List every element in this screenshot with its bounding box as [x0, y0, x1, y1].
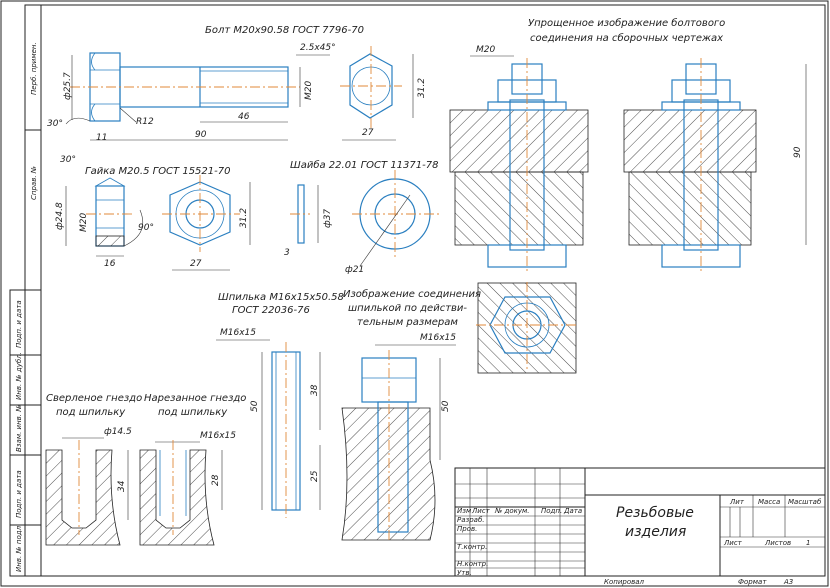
tb-prov: Пров.	[457, 525, 477, 533]
bolt-dim-90: 90	[195, 130, 207, 140]
tb-utv: Утв.	[457, 569, 472, 577]
tb-sheet: Лист	[723, 539, 743, 547]
tb-izm: Изм	[457, 507, 472, 515]
threaded-m16: M16x15	[200, 431, 236, 441]
washer-view: Шайба 22.01 ГОСТ 11371-78 ф37 3 ф21	[284, 159, 440, 275]
tb-format-val: A3	[783, 578, 793, 586]
tb-razrab: Разраб.	[457, 516, 485, 524]
nut-dim-30: 30°	[60, 155, 76, 165]
stamp-label-5: Взам. инв. №	[15, 404, 23, 452]
threaded-title-1: Нарезанное гнездо	[144, 393, 246, 404]
nut-title: Гайка M20.5 ГОСТ 15521-70	[85, 166, 230, 177]
tb-tkontr: Т.контр.	[457, 543, 487, 551]
stud-title-2: ГОСТ 22036-76	[232, 305, 310, 316]
actual-m16: M16x15	[420, 333, 456, 343]
simplified-title-2: соединения на сборочных чертежах	[530, 32, 723, 44]
threaded-nest: Нарезанное гнездо под шпильку M16x15 28	[139, 393, 246, 546]
tb-format: Формат	[738, 578, 767, 586]
stud-m16: M16x15	[220, 328, 256, 338]
drilled-title-1: Сверленое гнездо	[46, 393, 142, 404]
tb-copied: Копировал	[604, 578, 645, 586]
stamp-label-1: Перб. примен.	[30, 42, 38, 95]
stamp-label-3: Подп. и дата	[15, 300, 23, 348]
drilled-nest: Сверленое гнездо под шпильку ф14.5 34	[45, 393, 142, 546]
stud-dim-38: 38	[310, 384, 320, 396]
bolt-dim-312: 31.2	[417, 78, 427, 98]
simplified-dim-90: 90	[793, 146, 803, 158]
tb-nkontr: Н.контр.	[457, 560, 488, 568]
stud-view: Шпилька M16x15x50.58 ГОСТ 22036-76 M16x1…	[216, 292, 344, 518]
stud-dim-50: 50	[250, 400, 260, 412]
washer-dim-3: 3	[284, 248, 290, 258]
bolt-title: Болт M20x90.58 ГОСТ 7796-70	[205, 25, 364, 36]
bolt-dim-46: 46	[238, 112, 250, 122]
threaded-dim-28: 28	[211, 474, 221, 486]
tb-mass: Масса	[758, 498, 780, 506]
stamp-label-6: Подп. и дата	[15, 470, 23, 518]
stud-title-1: Шпилька M16x15x50.58	[218, 292, 344, 303]
nut-dim-248: ф24.8	[55, 202, 65, 230]
stud-dim-25: 25	[310, 470, 320, 482]
tb-lit: Лит	[729, 498, 745, 506]
drilled-title-2: под шпильку	[56, 407, 126, 418]
tb-scale: Масштаб	[788, 498, 822, 506]
washer-title: Шайба 22.01 ГОСТ 11371-78	[290, 159, 438, 171]
stamp-label-2: Справ. №	[30, 166, 38, 200]
actual-title-2: шпилькой по действи-	[348, 303, 467, 314]
simplified-m20: M20	[476, 45, 495, 55]
nut-dim-27: 27	[190, 259, 202, 269]
actual-title-3: тельным размерам	[357, 317, 458, 328]
washer-dim-37: ф37	[323, 209, 333, 228]
nut-dim-90: 90°	[138, 223, 154, 233]
bolt-dim-11: 11	[96, 133, 107, 143]
tb-name-2: изделия	[625, 524, 686, 540]
bolt-view: Болт M20x90.58 ГОСТ 7796-70 ф25.7 90 46 …	[47, 25, 427, 143]
tb-sheets-num: 1	[806, 539, 810, 547]
stamp-label-7: Инв. № подл.	[15, 524, 23, 572]
tb-sheets: Листов	[764, 539, 791, 547]
nut-view: Гайка M20.5 ГОСТ 15521-70 30° ф24.8 M20 …	[55, 155, 251, 271]
title-block: Изм Лист № докум. Подп. Дата Разраб. Про…	[454, 467, 826, 586]
actual-title-1: Изображение соединения	[343, 288, 481, 300]
tb-name-1: Резьбовые	[616, 505, 694, 521]
simplified-connection: Упрощенное изображение болтового соедине…	[449, 17, 807, 374]
actual-connection: Изображение соединения шпилькой по дейст…	[341, 288, 481, 541]
actual-dim-50: 50	[441, 400, 451, 412]
bolt-dim-d257: ф25.7	[63, 72, 73, 100]
stamp-label-4: Инв. № дубл.	[15, 352, 23, 400]
bolt-dim-m20: M20	[304, 81, 314, 100]
drilled-dim-34: 34	[117, 480, 127, 492]
nut-dim-16: 16	[104, 259, 116, 269]
tb-date: Дата	[563, 507, 582, 515]
tb-sign: Подп.	[541, 507, 562, 515]
washer-dim-21: ф21	[345, 265, 364, 275]
tb-list: Лист	[471, 507, 491, 515]
bolt-dim-27: 27	[362, 128, 374, 138]
bolt-dim-chamfer: 2.5x45°	[300, 43, 336, 53]
drilled-dim-145: ф14.5	[104, 427, 132, 437]
nut-dim-312: 31.2	[239, 208, 249, 228]
bolt-dim-r12: R12	[136, 117, 154, 127]
threaded-title-2: под шпильку	[158, 407, 228, 418]
bolt-dim-30: 30°	[47, 119, 63, 129]
simplified-title-1: Упрощенное изображение болтового	[528, 17, 725, 29]
left-stamp: Перб. примен. Справ. № Подп. и дата Инв.…	[9, 4, 42, 577]
nut-dim-m20: M20	[79, 213, 89, 232]
tb-doc: № докум.	[494, 507, 530, 515]
